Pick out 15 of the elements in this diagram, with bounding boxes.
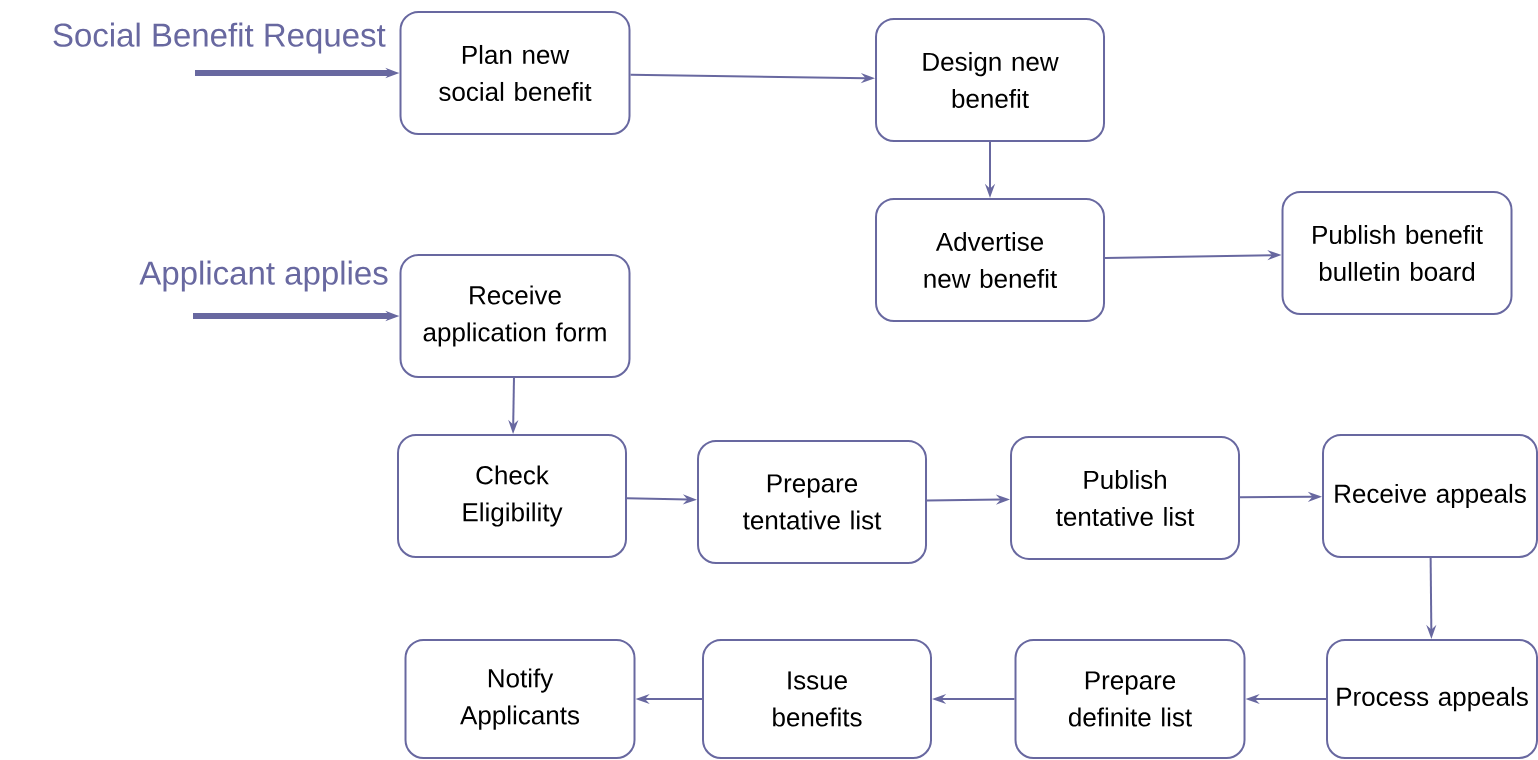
process-box: Plan new social benefit [399, 11, 631, 135]
process-box: Design new benefit [875, 18, 1105, 142]
process-box: Prepare tentative list [697, 440, 927, 564]
process-box: Process appeals [1326, 639, 1538, 759]
process-box: Notify Applicants [404, 639, 636, 759]
flow-label: Social Benefit Request [53, 22, 386, 54]
process-box: Publish tentative list [1010, 436, 1240, 560]
process-box: Receive application form [399, 254, 631, 378]
process-box: Advertise new benefit [875, 198, 1105, 322]
process-box: Issue benefits [702, 639, 932, 759]
process-box: Check Eligibility [397, 434, 627, 558]
flow-label: Applicant applies [139, 260, 388, 292]
process-box: Receive appeals [1322, 434, 1538, 558]
process-box: Prepare definite list [1014, 639, 1246, 759]
process-box: Publish benefit bulletin board [1281, 191, 1513, 315]
